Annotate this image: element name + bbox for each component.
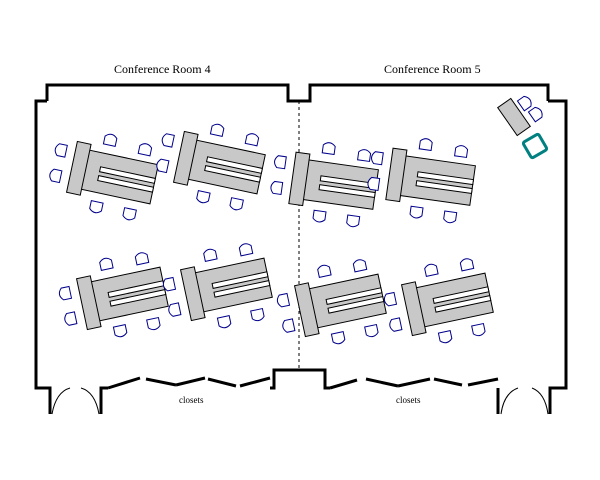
table-divider-strip: [109, 289, 167, 307]
chair: [282, 318, 296, 333]
table-group: [156, 123, 266, 211]
chair: [134, 252, 150, 266]
chair: [209, 123, 225, 137]
chair: [244, 133, 260, 147]
table-divider-strip: [432, 286, 490, 304]
table-divider-strip: [318, 184, 376, 199]
furniture-layer: [49, 123, 494, 345]
chair: [274, 155, 287, 170]
entry-door-right: [500, 387, 549, 415]
wall-top-left: [45, 83, 550, 103]
end-table: [288, 151, 311, 207]
chair: [389, 317, 403, 332]
chair: [229, 197, 244, 211]
chair: [238, 243, 254, 257]
end-table: [400, 281, 427, 337]
chair: [454, 145, 469, 159]
table-divider-strip: [434, 295, 492, 313]
chair: [371, 151, 384, 166]
end-table: [293, 282, 320, 338]
chair: [203, 248, 218, 262]
table-group: [367, 138, 476, 224]
teal-box: [521, 132, 549, 160]
chair: [276, 292, 291, 308]
chair: [270, 180, 284, 196]
wall-bottom-center: [270, 368, 330, 390]
chair: [437, 330, 453, 344]
chair: [99, 257, 114, 271]
table-divider-strip: [325, 287, 383, 305]
chair: [443, 210, 458, 224]
chair: [58, 285, 73, 301]
end-table: [65, 140, 92, 196]
wall-left: [34, 99, 52, 414]
closets-left-label: closets: [179, 395, 204, 405]
table-group: [270, 142, 379, 228]
chair: [357, 149, 372, 163]
chair: [409, 205, 424, 219]
table-divider-strip: [205, 156, 263, 174]
end-table: [172, 130, 199, 186]
chair: [196, 190, 211, 204]
wall-bottom-left: [99, 386, 108, 414]
closet-doors-left: [107, 376, 271, 390]
table-divider-strip: [98, 166, 156, 184]
corner-table: [496, 97, 532, 137]
closets-right-label: closets: [396, 395, 421, 405]
chair: [424, 263, 439, 277]
room-4-label: Conference Room 4: [114, 62, 211, 76]
corner-chair: [527, 106, 543, 123]
chair: [383, 291, 398, 307]
end-table: [75, 275, 102, 331]
chair: [156, 158, 170, 174]
table-group: [49, 133, 159, 221]
table-divider-strip: [416, 171, 475, 186]
chair: [112, 324, 128, 338]
chair: [168, 302, 182, 317]
table-divider-strip: [415, 180, 473, 195]
corner-chair: [516, 95, 532, 112]
table-divider-strip: [327, 296, 385, 314]
chair: [161, 133, 175, 148]
chair: [471, 322, 486, 337]
chair: [367, 176, 381, 192]
table-group: [276, 259, 387, 345]
table-group: [162, 243, 273, 329]
chair: [162, 276, 177, 292]
chair: [137, 143, 153, 157]
chair: [459, 258, 475, 272]
chair: [250, 307, 265, 322]
chair: [54, 143, 68, 158]
chair: [64, 311, 78, 326]
corner-station: [496, 95, 549, 160]
table-divider-strip: [204, 165, 262, 183]
chair: [122, 207, 137, 221]
chair: [317, 264, 332, 278]
wall-right: [548, 99, 568, 414]
room-5-label: Conference Room 5: [384, 62, 481, 76]
chair: [102, 133, 118, 147]
chair: [364, 323, 379, 338]
chair: [321, 142, 336, 156]
chair: [312, 209, 327, 223]
closet-doors-right: [329, 377, 499, 390]
end-table: [179, 266, 206, 322]
chair: [330, 331, 346, 345]
chair: [418, 138, 433, 152]
table-divider-strip: [97, 175, 155, 193]
table-group: [383, 258, 494, 344]
chair: [352, 259, 368, 273]
chair: [216, 315, 232, 329]
chair: [49, 168, 63, 184]
table-divider-strip: [211, 271, 269, 289]
chair: [89, 200, 104, 214]
entry-door-left: [51, 387, 100, 415]
chair: [346, 214, 361, 228]
table-divider-strip: [213, 280, 271, 298]
table-group: [58, 252, 169, 338]
end-table: [385, 147, 408, 203]
chair: [146, 316, 161, 331]
